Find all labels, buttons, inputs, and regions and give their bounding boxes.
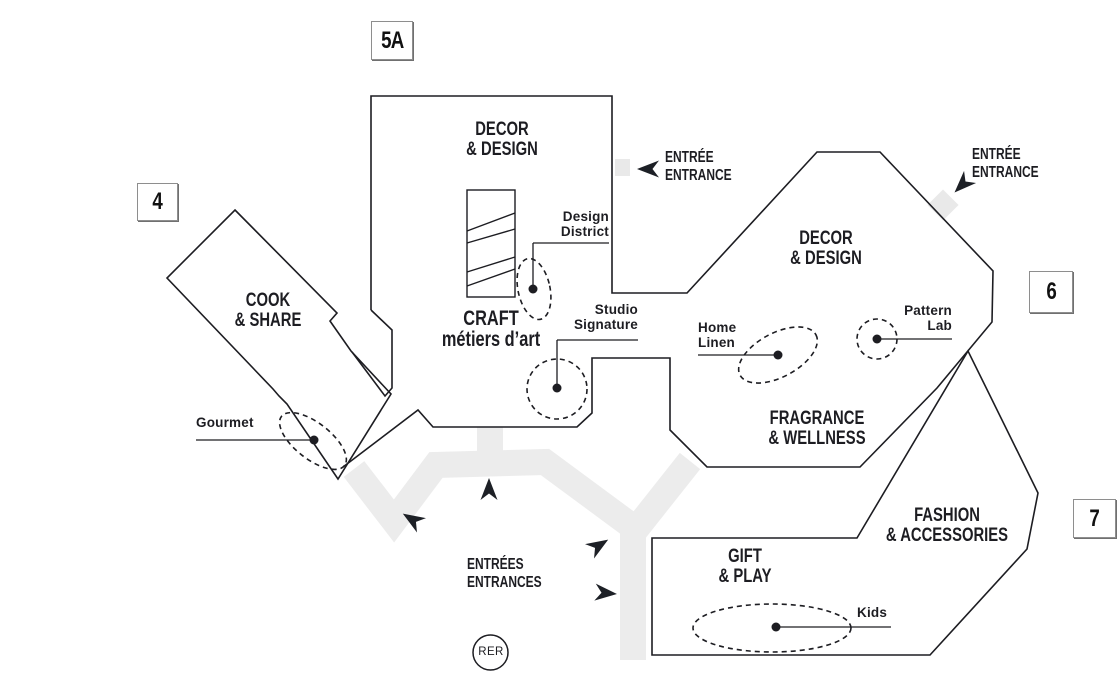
design-district-area xyxy=(516,257,552,321)
kids-area xyxy=(692,603,852,653)
walkway-arrow-right-icon xyxy=(594,583,617,601)
hall-marker-6: 6 xyxy=(1029,271,1073,313)
hall-4-outline xyxy=(165,208,393,481)
hall-marker-7: 7 xyxy=(1073,499,1116,538)
walkway-arrow-left-icon xyxy=(402,513,426,533)
entrance-5a-arrow-icon xyxy=(637,160,659,178)
poi-leader-lines xyxy=(196,242,952,628)
poi-label-gourmet: Gourmet xyxy=(196,415,254,430)
hall-5a-6-outline xyxy=(342,95,994,468)
rer-station-circle xyxy=(472,634,509,671)
hall-5a-tail-outline xyxy=(351,309,393,398)
walkway-arrow-upright-icon xyxy=(585,539,609,559)
hall-marker-5a: 5A xyxy=(371,21,413,60)
gourmet-area xyxy=(278,411,348,471)
studio-signature-area xyxy=(526,358,588,420)
entrance-marker-5a xyxy=(615,159,630,176)
hall-marker-4: 4 xyxy=(137,183,178,221)
rer-station-label: RER xyxy=(478,646,504,658)
walkway-arrow-up-icon xyxy=(480,478,498,500)
walkway-path xyxy=(343,427,701,660)
escalator-icon xyxy=(466,189,516,298)
home-linen-area xyxy=(737,326,819,384)
poi-dots xyxy=(309,284,882,632)
entrance-6-arrow-icon xyxy=(954,170,977,193)
entrance-marker-6 xyxy=(927,189,959,221)
poi-label-kids: Kids xyxy=(857,605,888,620)
hall-7-outline xyxy=(651,349,1039,656)
